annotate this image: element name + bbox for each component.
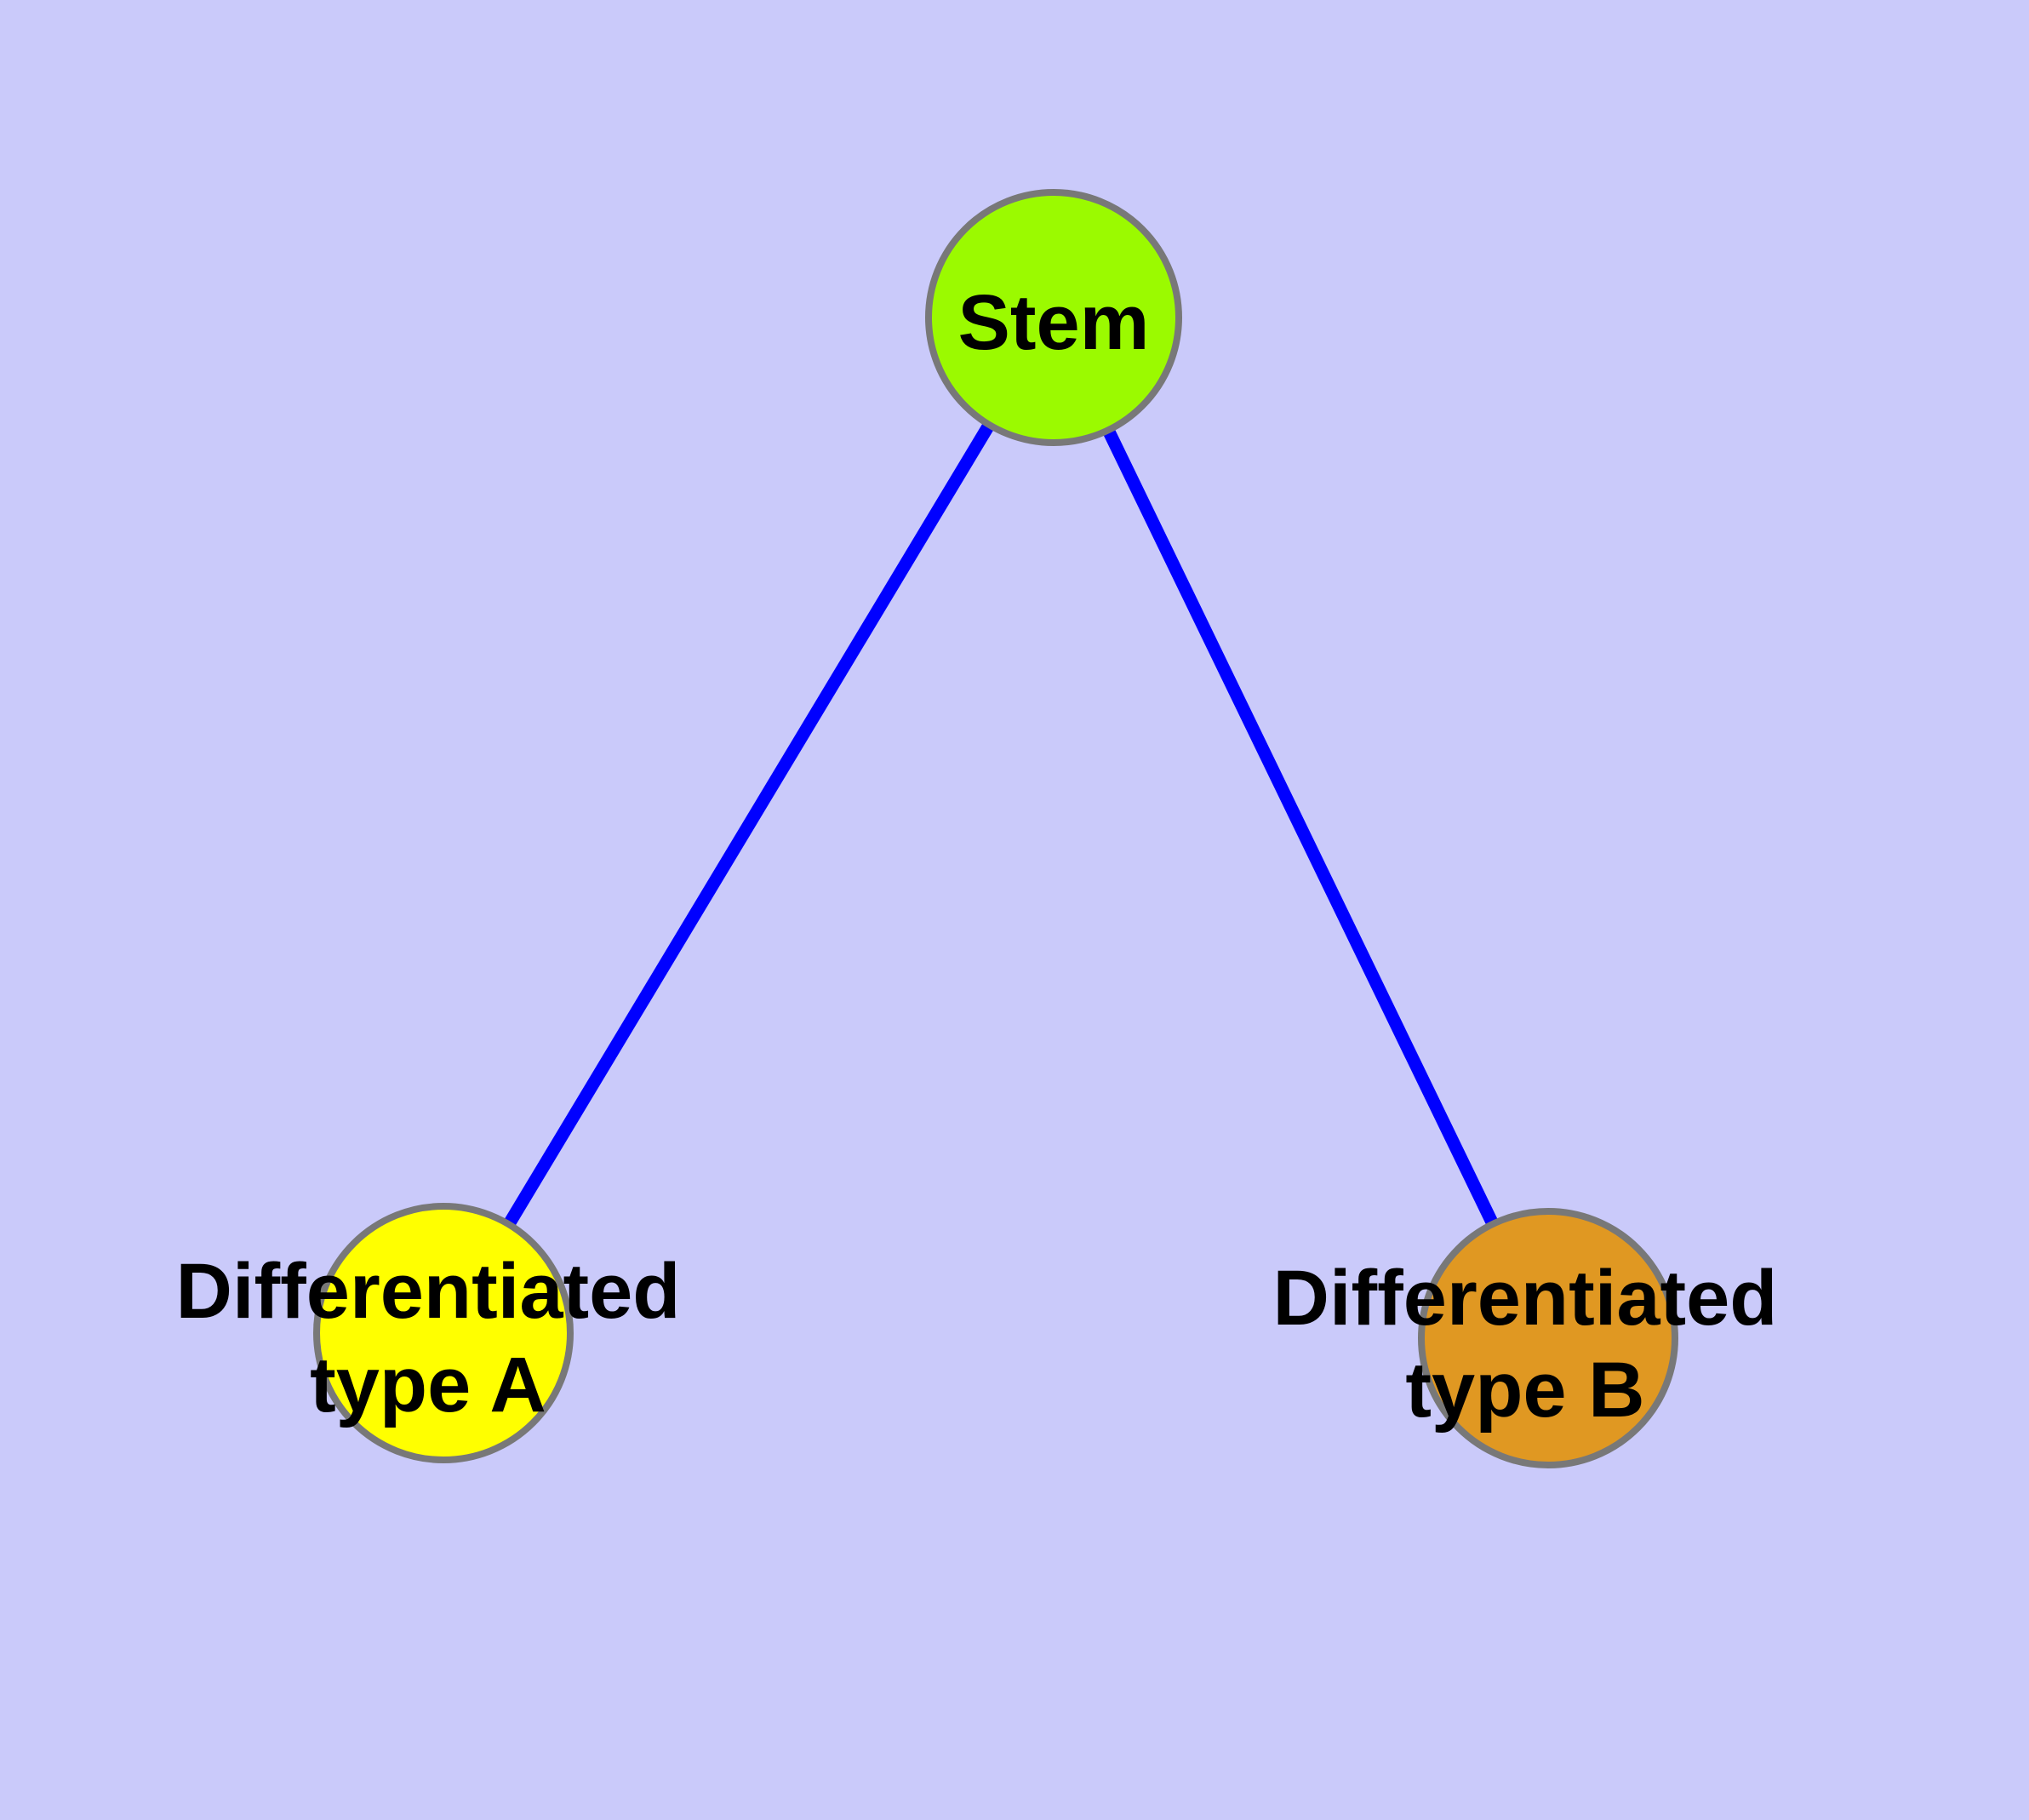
- node-stem-circle: [925, 189, 1182, 446]
- node-type-a-circle: [313, 1203, 574, 1463]
- node-stem: Stem: [925, 189, 1182, 446]
- node-stem-label: Stem: [958, 279, 1150, 366]
- node-differentiated-type-b: Differentiated type B: [1273, 1208, 1778, 1468]
- edge-stem-to-type-a: [437, 314, 1060, 1336]
- node-type-a-label-line2: type A: [310, 1342, 546, 1428]
- node-type-a-label-line1: Differentiated: [176, 1248, 681, 1335]
- edge-stem-to-type-b: [1048, 314, 1554, 1342]
- node-type-b-label-line1: Differentiated: [1273, 1255, 1778, 1342]
- node-type-b-label-line2: type B: [1405, 1347, 1644, 1434]
- node-type-b-circle: [1418, 1208, 1678, 1468]
- node-differentiated-type-a: Differentiated type A: [176, 1203, 681, 1463]
